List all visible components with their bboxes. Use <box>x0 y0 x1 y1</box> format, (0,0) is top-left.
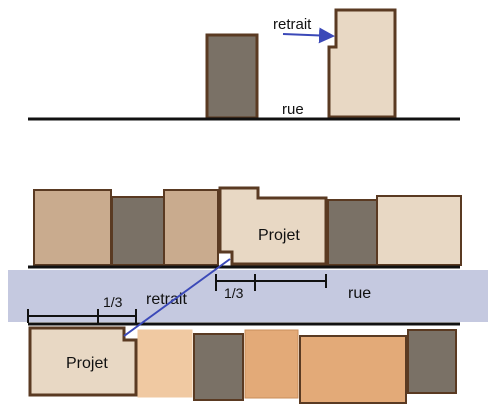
lower-building-6 <box>407 329 457 394</box>
lower-building-2 <box>137 329 193 398</box>
upper-fraction-label: 1/3 <box>224 285 244 301</box>
top-retrait-arrow <box>282 27 335 44</box>
lower-projet-label: Projet <box>66 355 108 372</box>
top-retrait-label: retrait <box>273 16 312 33</box>
bottom-rue-label: rue <box>348 285 371 302</box>
upper-projet-building <box>218 186 328 266</box>
upper-building-1 <box>33 189 112 266</box>
upper-dimension-line <box>215 274 327 291</box>
top-rue-label: rue <box>282 101 304 118</box>
top-neighbor-building <box>205 33 259 120</box>
upper-building-5 <box>327 199 378 266</box>
lower-building-3 <box>193 333 244 401</box>
lower-fraction-label: 1/3 <box>103 294 123 310</box>
upper-building-2 <box>111 196 165 266</box>
upper-projet-label: Projet <box>258 227 300 244</box>
upper-building-3 <box>163 189 219 266</box>
bottom-retrait-label: retrait <box>146 291 187 308</box>
lower-dimension-line <box>27 309 137 323</box>
top-retrait-building <box>327 8 397 119</box>
lower-projet-building <box>28 326 138 397</box>
lower-building-5 <box>299 335 407 404</box>
bottom-retrait-arrow <box>123 258 231 337</box>
lower-building-4 <box>244 329 299 399</box>
street-band <box>8 270 488 322</box>
upper-building-6 <box>376 195 462 266</box>
